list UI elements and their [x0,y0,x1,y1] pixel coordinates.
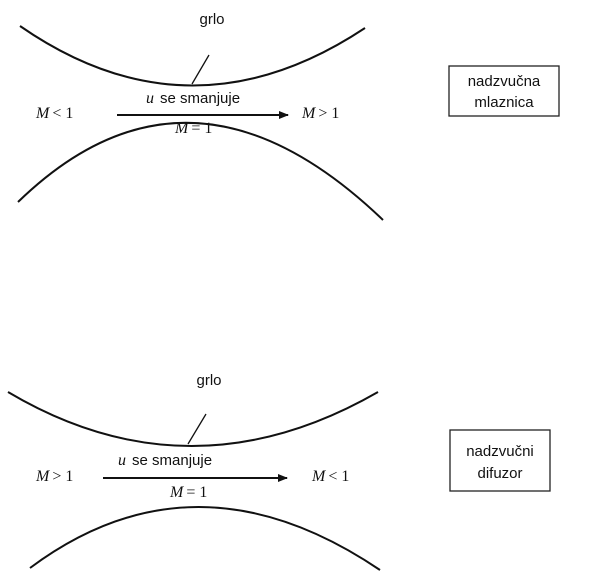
nozzle-inlet-mach: M< 1 [35,105,73,122]
diffuser-outlet-mach-symbol: M [311,468,327,485]
nozzle-velocity-label: u se smanjuje [146,90,240,107]
diffuser-throat-label: grlo [196,372,221,389]
nozzle-outlet-mach: M> 1 [301,105,339,122]
diffuser-name-box [449,429,551,492]
nozzle-velocity-symbol: u [146,90,154,107]
diffuser-name-line1: nadzvučni [466,443,534,460]
nozzle-throat-mach: M= 1 [174,120,212,137]
diffuser-throat-mach-relation: = 1 [186,484,207,501]
nozzle-throat-label: grlo [199,11,224,28]
nozzle-throat-leader-line [191,54,210,85]
diffuser-velocity-label: u se smanjuje [118,452,212,469]
diffuser-velocity-symbol: u [118,452,126,469]
nozzle-velocity-text: se smanjuje [160,90,240,107]
diffuser-outlet-mach: M< 1 [311,468,349,485]
diffuser-throat-mach-symbol: M [169,484,185,501]
nozzle-name-line2: mlaznica [474,94,534,111]
nozzle-upper-wall [19,25,366,87]
nozzle-outlet-mach-relation: > 1 [318,105,339,122]
nozzle-inlet-mach-symbol: M [35,105,51,122]
diffuser-inlet-mach-symbol: M [35,468,51,485]
diffuser-name-line2: difuzor [477,465,522,482]
nozzle-name-line1: nadzvučna [468,73,541,90]
nozzle-inlet-mach-relation: < 1 [52,105,73,122]
diffuser-throat-leader-line [187,413,207,445]
nozzle-throat-mach-relation: = 1 [191,120,212,137]
nozzle-name-box [448,65,560,117]
diffuser-lower-wall [29,506,381,571]
diffuser-velocity-text: se smanjuje [132,452,212,469]
diffuser-outlet-mach-relation: < 1 [328,468,349,485]
diffuser-throat-mach: M= 1 [169,484,207,501]
diffuser-upper-wall [7,391,379,447]
diffuser-inlet-mach-relation: > 1 [52,468,73,485]
nozzle-throat-mach-symbol: M [174,120,190,137]
nozzle-lower-wall [17,121,384,221]
diffuser-inlet-mach: M> 1 [35,468,73,485]
nozzle-outlet-mach-symbol: M [301,105,317,122]
